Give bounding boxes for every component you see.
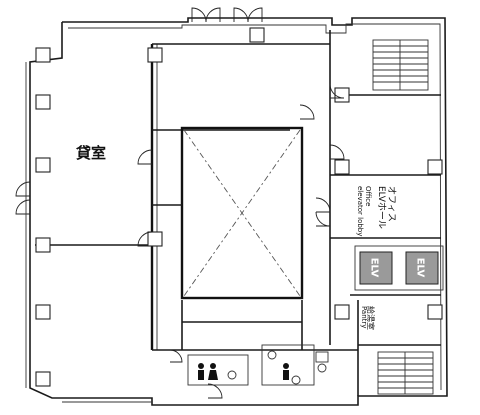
toilet-fixtures <box>227 350 329 385</box>
north-stair-treads <box>373 40 428 90</box>
rental-room-label: 貸室 <box>76 144 107 162</box>
south-stair-treads <box>378 352 433 394</box>
outer-wall-inner <box>68 23 442 391</box>
toilet-room-right <box>261 344 315 386</box>
columns <box>35 27 443 387</box>
outer-wall <box>29 17 448 406</box>
pantry-label-en: Pantry <box>360 306 368 329</box>
doors <box>15 7 345 399</box>
toilet-pictogram-icon <box>198 363 289 380</box>
north-stair <box>372 39 429 91</box>
elevator-1-box <box>359 251 393 285</box>
void-shaft <box>180 126 304 300</box>
south-stair <box>377 351 434 395</box>
toilet-room-left <box>187 354 249 386</box>
elevator-2-box <box>405 251 439 285</box>
office-lobby-label-jp: オフィス ELVホール <box>376 186 396 229</box>
elevator-2-label: ELV <box>414 257 426 278</box>
elevator-shaft <box>354 245 444 291</box>
elevator-1-label: ELV <box>368 257 380 278</box>
void-cross-b <box>183 129 301 297</box>
office-lobby-label-en: Office elevator lobby <box>356 186 372 237</box>
